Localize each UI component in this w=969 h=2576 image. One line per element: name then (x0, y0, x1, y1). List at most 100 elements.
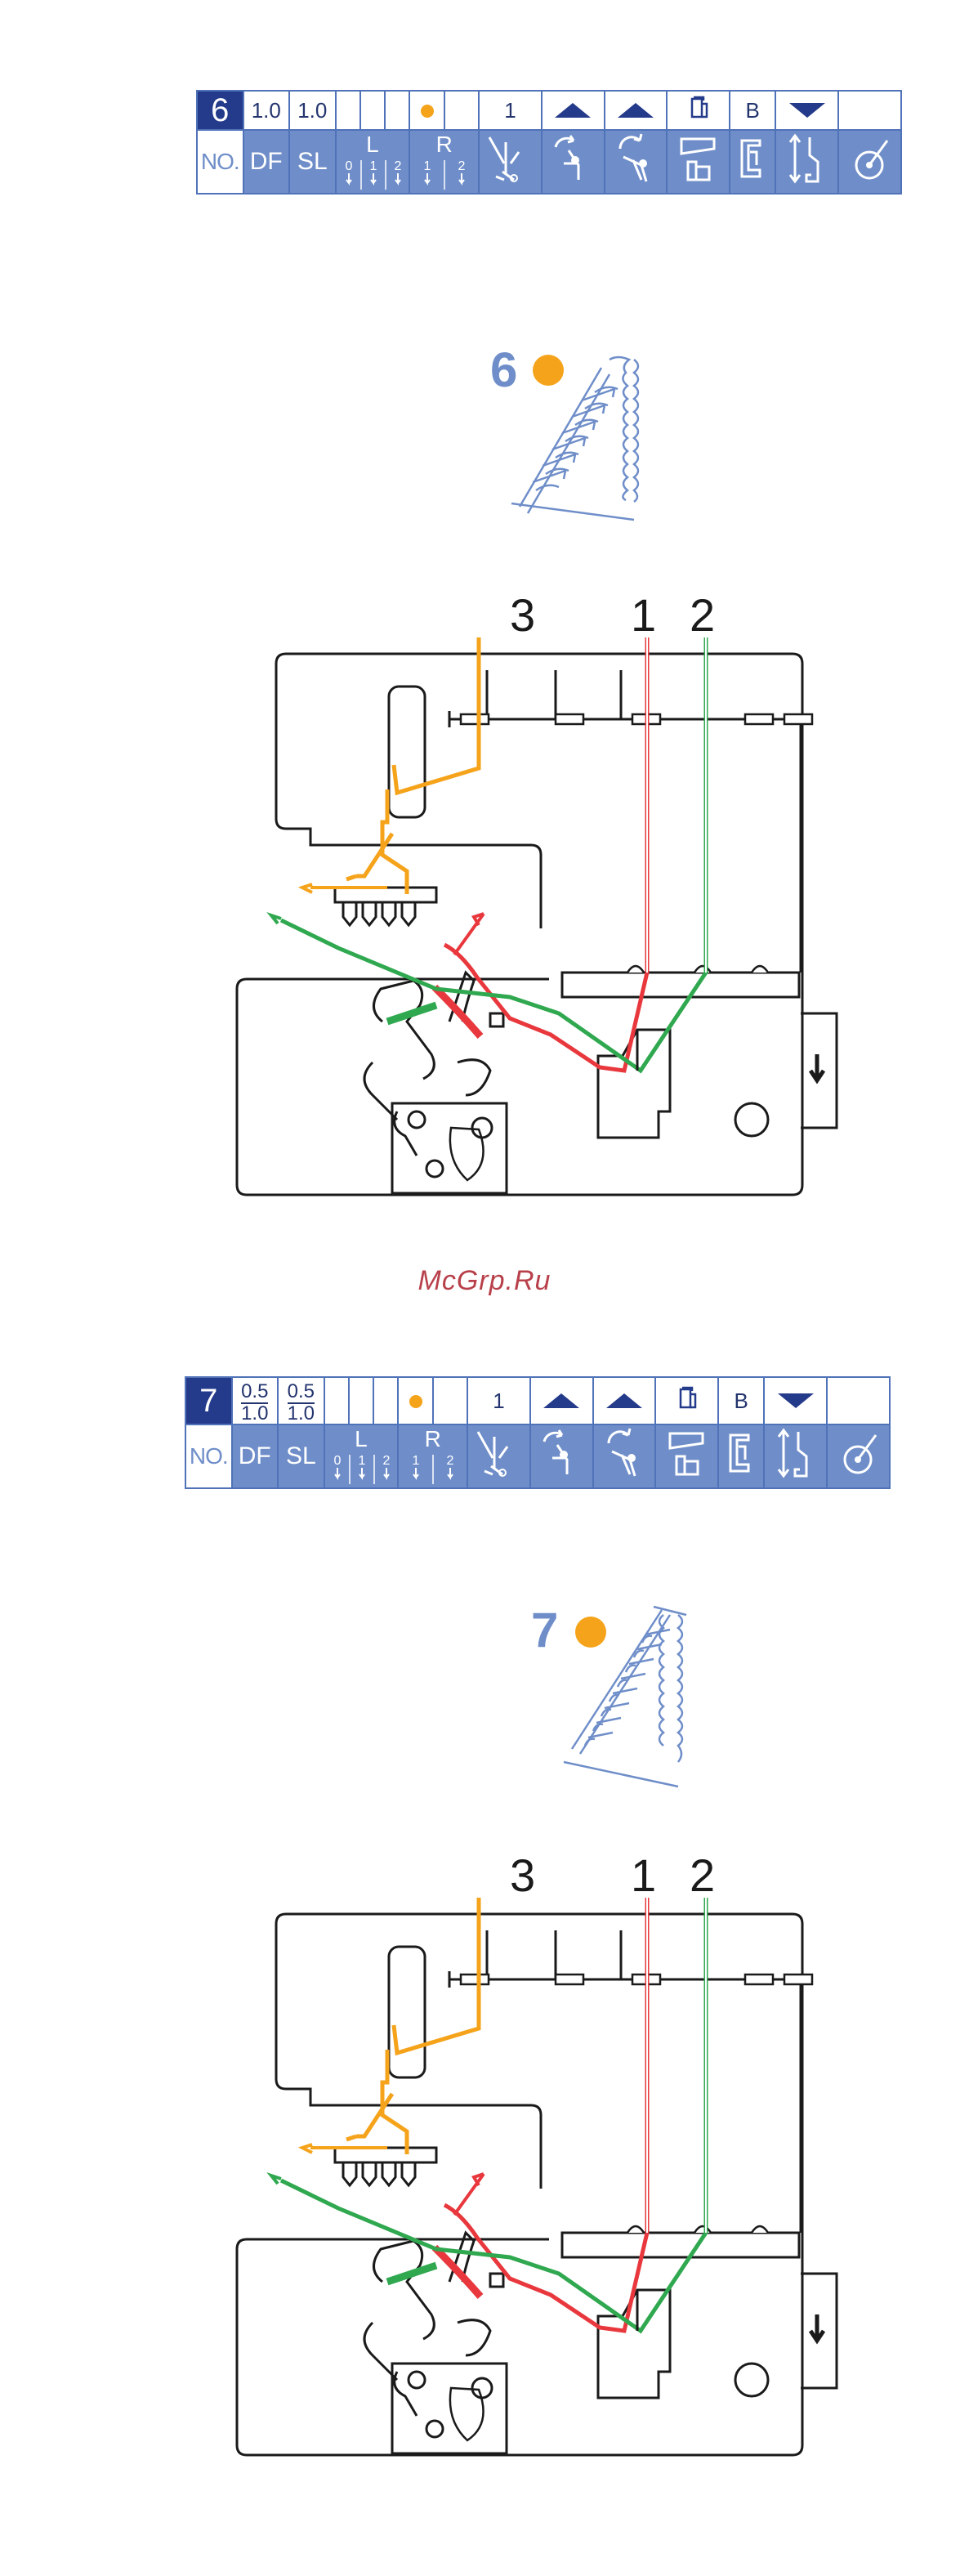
plate-icon-cell (655, 1424, 718, 1488)
presser-plate-icon (670, 131, 727, 186)
dial-knob-icon (842, 131, 899, 186)
lower-looper-setting (605, 91, 668, 130)
thread-number-3: 3 (510, 588, 535, 642)
blank-setting (838, 91, 901, 130)
upper-looper-setting (542, 91, 605, 130)
height-icon-cell (775, 130, 838, 194)
thread-tension-icon-cell (467, 1424, 530, 1488)
plate-setting (667, 91, 730, 130)
triangle-down-icon (789, 103, 825, 118)
r-needle-2-value (444, 91, 479, 130)
upper-looper-setting (530, 1377, 593, 1424)
thread-guides (461, 1974, 812, 2233)
triangle-up-icon (606, 1393, 642, 1408)
differential-feed-value: 1.0 (243, 91, 290, 130)
left-needle-label: L 0 1 2 (324, 1424, 399, 1488)
triangle-up-icon (555, 103, 591, 118)
lower-looper-setting (593, 1377, 656, 1424)
bracket-icon-cell (730, 130, 776, 194)
machine-outline (237, 1914, 837, 2455)
svg-text:2: 2 (458, 159, 466, 173)
needle-thread-icon (481, 131, 538, 186)
machine-outline (237, 654, 837, 1195)
watermark: McGrp.Ru (0, 1265, 969, 1297)
stitch-sample-image (556, 1599, 703, 1795)
dial-icon-cell (838, 130, 901, 194)
blank-setting (827, 1377, 890, 1424)
sl-numerator: 0.5 (288, 1382, 315, 1404)
l-needle-2-value (385, 91, 409, 130)
svg-text:0: 0 (333, 1454, 341, 1468)
setting-letter: B (718, 1377, 765, 1424)
df-denominator: 1.0 (241, 1404, 268, 1424)
stitch-label: 7 (531, 1602, 558, 1658)
lower-looper-icon-cell (605, 130, 668, 194)
r-needle-2-value (433, 1377, 467, 1424)
tension-setting-value: 1 (479, 91, 542, 130)
upper-looper-icon-cell (542, 130, 605, 194)
thread-number-2: 2 (690, 1849, 715, 1902)
height-icon-cell (764, 1424, 827, 1488)
svg-text:1: 1 (369, 159, 377, 173)
upper-looper-icon-cell (530, 1424, 593, 1488)
r-needle-1-value (409, 91, 444, 130)
df-label: DF (232, 1424, 279, 1488)
stitch-number: 6 (197, 91, 243, 130)
right-needle-label: R 1 2 (409, 130, 479, 194)
dot-indicator (409, 1395, 422, 1408)
settings-table: 6 1.0 1.0 1 B NO. DF SL L 0 (196, 90, 902, 195)
sl-label: SL (289, 130, 336, 194)
upper-looper-icon (544, 131, 601, 186)
lower-looper-icon-cell (593, 1424, 656, 1488)
foot-height-icon (779, 131, 836, 186)
triangle-up-icon (618, 103, 654, 118)
no-label: NO. (197, 130, 243, 194)
r-needle-1-value (398, 1377, 432, 1424)
cutting-width-setting (775, 91, 838, 130)
l-needle-1-value (360, 91, 385, 130)
triangle-down-icon (778, 1393, 814, 1408)
lower-looper-icon (607, 131, 664, 186)
thread-guides (461, 714, 812, 973)
svg-text:0: 0 (345, 159, 352, 173)
stitch-finger-icon (721, 1425, 761, 1481)
dial-knob-icon (830, 1425, 887, 1481)
needle-icons: 1 2 (399, 1425, 467, 1484)
left-needle-label: L 0 1 2 (336, 130, 410, 194)
thread-number-1: 1 (631, 1849, 656, 1902)
svg-text:1: 1 (358, 1454, 365, 1468)
l-needle-1-value (349, 1377, 373, 1424)
l-needle-2-value (373, 1377, 398, 1424)
sl-label: SL (278, 1424, 324, 1488)
svg-text:1: 1 (413, 1454, 420, 1468)
svg-text:2: 2 (382, 1454, 390, 1468)
cutting-width-setting (764, 1377, 827, 1424)
upper-looper-icon (533, 1425, 590, 1481)
svg-text:2: 2 (447, 1454, 454, 1468)
stitch-plate-icon (671, 1384, 703, 1412)
threading-diagram (212, 1898, 866, 2470)
dial-icon-cell (827, 1424, 890, 1488)
df-numerator: 0.5 (241, 1382, 268, 1404)
thread-3-path (302, 637, 479, 894)
stitch-length-value: 1.0 (289, 91, 336, 130)
thread-number-1: 1 (631, 588, 656, 642)
lower-looper-icon (596, 1425, 653, 1481)
l-needle-0-value (324, 1377, 349, 1424)
plate-icon-cell (667, 130, 730, 194)
svg-text:1: 1 (424, 159, 431, 173)
thread-number-3: 3 (510, 1849, 535, 1902)
stitch-sample-image (503, 343, 667, 539)
setting-letter: B (730, 91, 776, 130)
thread-3-path (302, 1898, 479, 2154)
threading-diagram (212, 637, 866, 1210)
triangle-up-icon (543, 1393, 579, 1408)
thread-tension-icon-cell (479, 130, 542, 194)
foot-height-icon (767, 1425, 824, 1481)
stitch-number: 7 (185, 1377, 232, 1424)
stitch-section-6: 6 1.0 1.0 1 B NO. DF SL L 0 (0, 0, 969, 1226)
presser-plate-icon (659, 1425, 716, 1481)
stitch-finger-icon (732, 131, 773, 186)
